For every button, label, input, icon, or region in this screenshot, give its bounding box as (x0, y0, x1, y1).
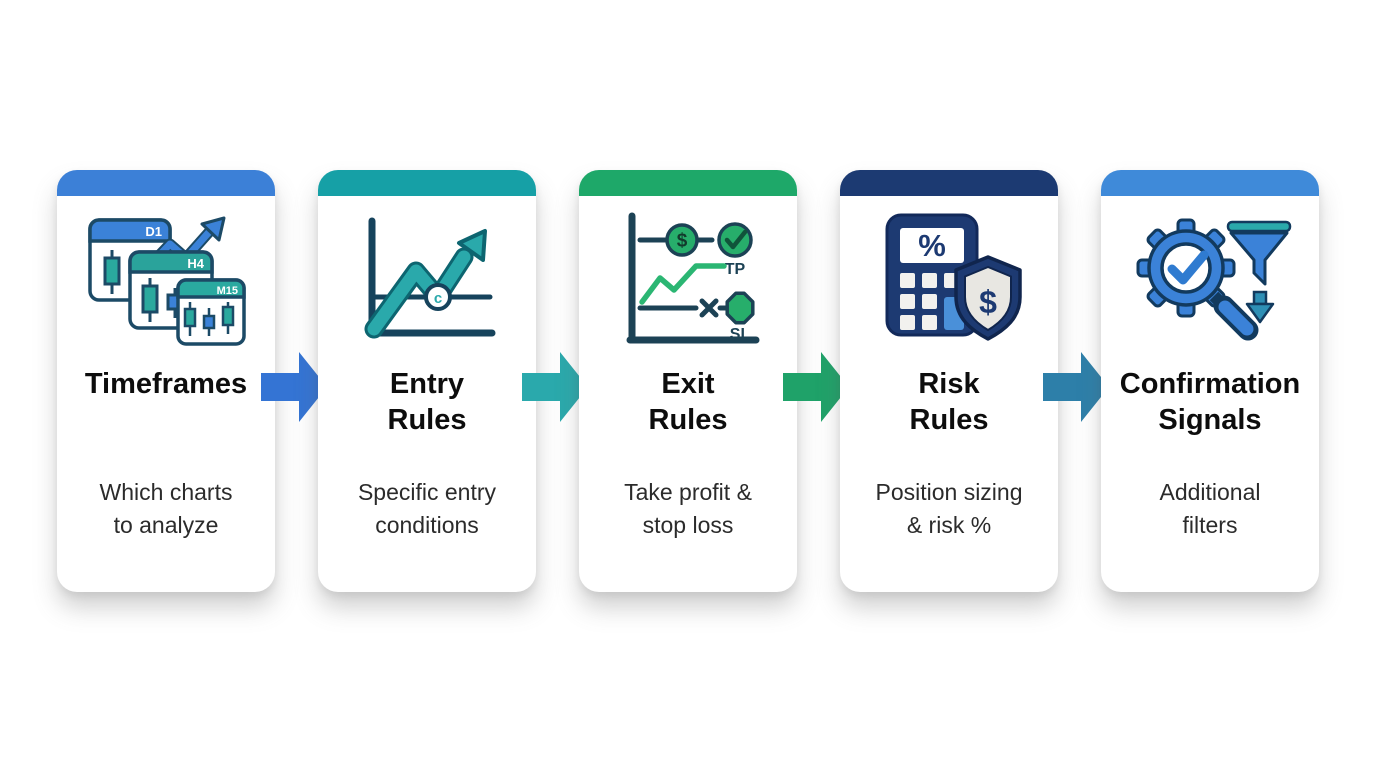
flow-arrow-right-icon (783, 352, 849, 422)
rising-chart-arrow-icon: c (364, 217, 496, 339)
card-accent-bar (1101, 170, 1319, 196)
step-subtitle: Position sizing & risk % (834, 476, 1064, 542)
step-title: Risk Rules (830, 366, 1068, 438)
step-subtitle: Additional filters (1095, 476, 1325, 542)
tp-label: TP (725, 261, 746, 278)
step-subtitle: Take profit & stop loss (573, 476, 803, 542)
step-title-line: Confirmation (1119, 368, 1301, 400)
flow-arrow-right-icon (261, 352, 327, 422)
dollar-shield-icon: $ (954, 255, 1022, 341)
stop-loss-row: SL (637, 291, 755, 343)
step-card-confirmation-signals: Confirmation Signals Additional filters (1101, 170, 1319, 592)
step-subtitle: Which charts to analyze (51, 476, 281, 542)
shield-dollar-label: $ (979, 284, 997, 320)
check-mark-icon (1167, 250, 1209, 285)
timeframes-icon-area: D1 H4 (57, 200, 275, 358)
step-title-line: Rules (909, 404, 989, 436)
percent-label: % (918, 228, 946, 263)
step-title: Confirmation Signals (1091, 366, 1329, 438)
step-subtitle-line: to analyze (113, 512, 219, 538)
down-arrow-icon (1245, 290, 1275, 324)
step-subtitle-line: conditions (375, 512, 479, 538)
step-subtitle-line: Which charts (99, 479, 233, 505)
card-accent-bar (57, 170, 275, 196)
step-subtitle-line: Position sizing (875, 479, 1023, 505)
timeframe-label-d1: D1 (145, 224, 162, 239)
step-title-line: Rules (387, 404, 467, 436)
step-subtitle-line: & risk % (906, 512, 992, 538)
gear-check-magnifier-funnel-icon (1136, 218, 1292, 341)
risk-rules-icon-area: % $ (840, 200, 1058, 358)
chart-panel-m15: M15 (176, 278, 246, 346)
step-subtitle-line: Take profit & (624, 479, 752, 505)
card-accent-bar (579, 170, 797, 196)
step-card-exit-rules: $ TP SL Exit Rules (579, 170, 797, 592)
exit-rules-icon-area: $ TP SL (579, 200, 797, 358)
step-card-timeframes: D1 H4 (57, 170, 275, 592)
timeframe-label-h4: H4 (187, 256, 204, 271)
step-subtitle-line: stop loss (642, 512, 734, 538)
step-title: Exit Rules (569, 366, 807, 438)
funnel-icon (1226, 220, 1292, 286)
step-title: Entry Rules (308, 366, 546, 438)
step-title-line: Timeframes (84, 368, 248, 400)
gear-magnifier-icon (1136, 218, 1259, 341)
multi-timeframe-candlestick-charts-icon: D1 H4 (88, 216, 246, 346)
sl-label: SL (730, 326, 751, 343)
dollar-label: $ (677, 231, 688, 252)
step-subtitle-line: Additional (1159, 479, 1261, 505)
step-title-line: Entry (389, 368, 465, 400)
card-accent-bar (318, 170, 536, 196)
entry-rules-icon-area: c (318, 200, 536, 358)
price-line (639, 263, 727, 305)
entry-marker-label: c (434, 290, 442, 307)
step-card-entry-rules: c Entry Rules Specific entry conditions (318, 170, 536, 592)
step-subtitle-line: filters (1182, 512, 1238, 538)
flow-arrow-right-icon (522, 352, 588, 422)
step-title-line: Risk (918, 368, 980, 400)
dollar-circle-icon (665, 223, 699, 257)
confirmation-signals-icon-area (1101, 200, 1319, 358)
timeframe-label-m15: M15 (217, 285, 238, 297)
step-title-line: Exit (661, 368, 715, 400)
step-title-line: Signals (1158, 404, 1262, 436)
take-profit-row: $ TP (637, 222, 753, 278)
step-card-risk-rules: % $ (840, 170, 1058, 592)
step-title-line: Rules (648, 404, 728, 436)
stop-octagon-icon (725, 291, 755, 325)
check-circle-icon (717, 222, 753, 258)
entry-trend-arrow (364, 229, 487, 339)
step-subtitle-line: Specific entry (357, 479, 497, 505)
flow-arrow-right-icon (1043, 352, 1109, 422)
calculator-shield-icon: % $ (885, 213, 1022, 341)
step-title: Timeframes (47, 366, 285, 402)
step-subtitle: Specific entry conditions (312, 476, 542, 542)
take-profit-stop-loss-chart-icon: $ TP SL (626, 212, 760, 344)
entry-point-marker (424, 283, 452, 311)
card-accent-bar (840, 170, 1058, 196)
